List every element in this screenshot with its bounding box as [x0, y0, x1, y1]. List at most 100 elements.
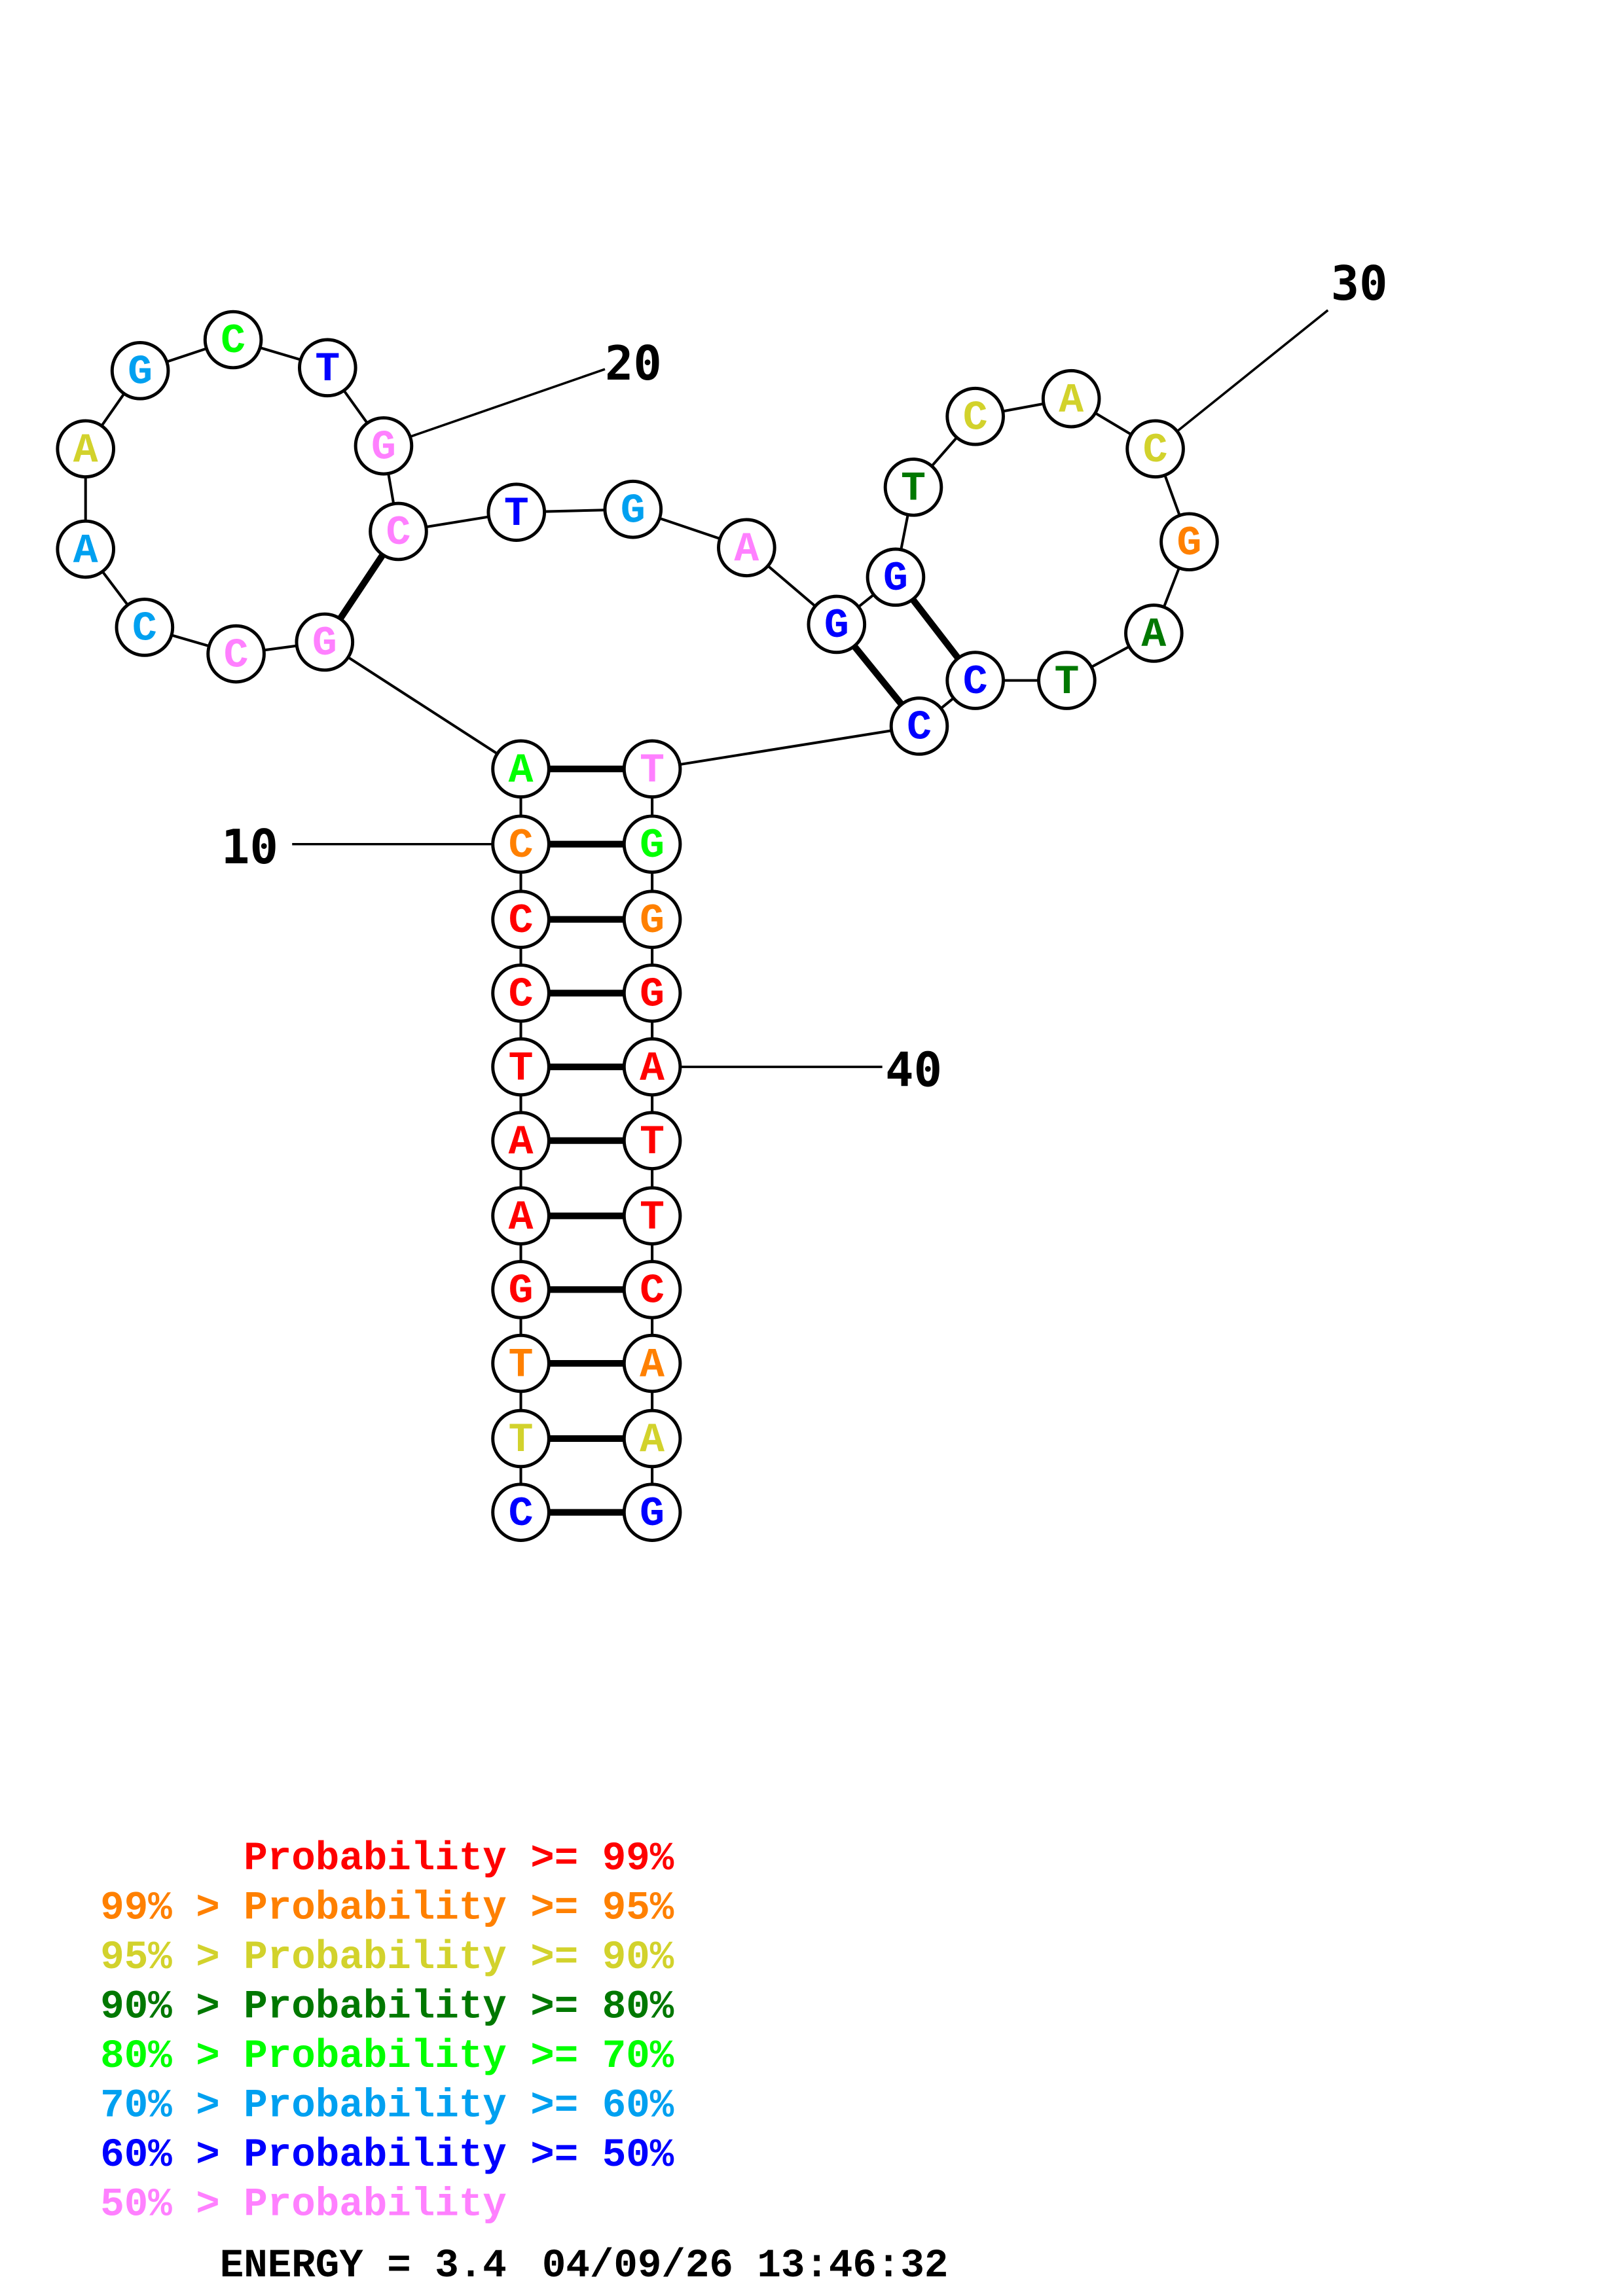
nucleotide: T [491, 1408, 551, 1469]
nucleotide-circle [369, 501, 428, 562]
legend-entry: 99% > Probability >= 95% [100, 1886, 674, 1931]
nucleotide-circle [56, 519, 116, 579]
nucleotide: A [622, 1037, 682, 1097]
nucleotide-letter: T [509, 1416, 534, 1463]
nucleotide-circle [491, 1333, 551, 1393]
nucleotide: T [883, 457, 943, 517]
nucleotide: A [622, 1333, 682, 1393]
nucleotide: G [491, 1260, 551, 1319]
nucleotide-letter: G [640, 897, 665, 944]
nucleotide: G [622, 1482, 682, 1542]
nucleotide-letter: A [509, 747, 534, 794]
nucleotide-letter: G [640, 971, 665, 1018]
legend-entry: 80% > Probability >= 70% [100, 2034, 674, 2079]
nucleotide: T [622, 1111, 682, 1171]
nucleotide-circle [889, 696, 949, 756]
nucleotide-letter: A [509, 1194, 534, 1241]
nucleotide-letter: C [1143, 427, 1168, 474]
nucleotide-letter: T [640, 1119, 665, 1166]
nucleotide: G [1159, 512, 1219, 572]
nucleotide: T [1037, 651, 1097, 710]
nucleotide-circle [622, 1333, 682, 1393]
nucleotide-letter: C [963, 394, 988, 441]
nucleotide: T [491, 1333, 551, 1393]
nucleotide: A [1041, 368, 1101, 429]
nucleotide-circle [110, 341, 170, 401]
nucleotide: G [807, 594, 867, 655]
nucleotide: G [603, 479, 663, 539]
nucleotide-circle [883, 457, 943, 517]
nucleotide-circle [622, 1186, 682, 1246]
nucleotide: C [203, 310, 263, 370]
nucleotide: G [110, 341, 170, 401]
nucleotide-letter: G [312, 620, 337, 667]
nucleotide-circle [491, 1037, 551, 1097]
nucleotide-circle [622, 1260, 682, 1319]
nucleotide: G [622, 889, 682, 949]
nucleotide: G [622, 963, 682, 1023]
nucleotide-letter: C [221, 317, 246, 365]
nucleotide-circle [622, 739, 682, 799]
nucleotide-letter: A [1141, 611, 1166, 658]
nucleotide-letter: G [371, 424, 396, 471]
legend-entry: 90% > Probability >= 80% [100, 1985, 674, 2030]
position-label: 20 [605, 336, 662, 391]
nucleotide-letter: T [901, 465, 926, 512]
nucleotide-circle [603, 479, 663, 539]
nucleotide: G [866, 547, 926, 607]
nucleotide-letter: T [509, 1045, 534, 1092]
nucleotide-circle [295, 612, 355, 672]
nucleotide: T [622, 739, 682, 799]
nucleotide-letter: G [883, 555, 908, 602]
nucleotide: G [354, 416, 414, 476]
nucleotide-letter: G [640, 822, 665, 869]
nucleotide-letter: C [640, 1268, 665, 1315]
nucleotide-circle [298, 338, 357, 398]
probability-legend: Probability >= 99%99% > Probability >= 9… [100, 1837, 674, 2227]
nucleotide: C [889, 696, 949, 756]
nucleotide-letter: C [509, 822, 534, 869]
position-label: 10 [221, 820, 278, 875]
nucleotide: A [491, 739, 551, 799]
nucleotide-circle [491, 1408, 551, 1469]
nucleotide: C [622, 1260, 682, 1319]
backbone-segment [323, 641, 522, 770]
nucleotide: C [491, 889, 551, 949]
nucleotide-circle [945, 386, 1005, 446]
nucleotide-circle [1037, 651, 1097, 710]
nucleotide-circle [866, 547, 926, 607]
nucleotide-letter: C [509, 1490, 534, 1537]
nucleotide: T [491, 1037, 551, 1097]
nucleotide-circle [486, 482, 547, 542]
nucleotide-circle [622, 1408, 682, 1469]
nucleotide-letter: A [640, 1045, 665, 1092]
nucleotide: A [1124, 603, 1184, 663]
nucleotide-letter: C [509, 897, 534, 944]
position-label: 40 [885, 1043, 942, 1098]
nucleotide-letter: G [128, 349, 153, 396]
nucleotide-circle [622, 814, 682, 874]
nucleotide-circle [1159, 512, 1219, 572]
nucleotide-letter: A [640, 1416, 665, 1463]
nucleotide: C [945, 651, 1005, 710]
position-tick [383, 368, 606, 447]
backbone-segment [651, 725, 920, 770]
nucleotide-letter: G [621, 487, 646, 534]
nucleotide-letter: C [963, 658, 988, 706]
nucleotide: C [945, 386, 1005, 446]
nucleotide: C [491, 814, 551, 874]
nucleotide: A [56, 519, 116, 579]
nucleotide-letter: T [640, 747, 665, 794]
nucleotide-circle [491, 889, 551, 949]
nucleotide-circle [56, 419, 116, 479]
legend-entry: 60% > Probability >= 50% [100, 2133, 674, 2178]
nucleotide-letter: A [73, 527, 98, 574]
nucleotide-circle [1041, 368, 1101, 429]
nucleotide-letter: C [509, 971, 534, 1018]
nucleotide-circle [115, 598, 175, 657]
nucleotide-circle [622, 1111, 682, 1171]
